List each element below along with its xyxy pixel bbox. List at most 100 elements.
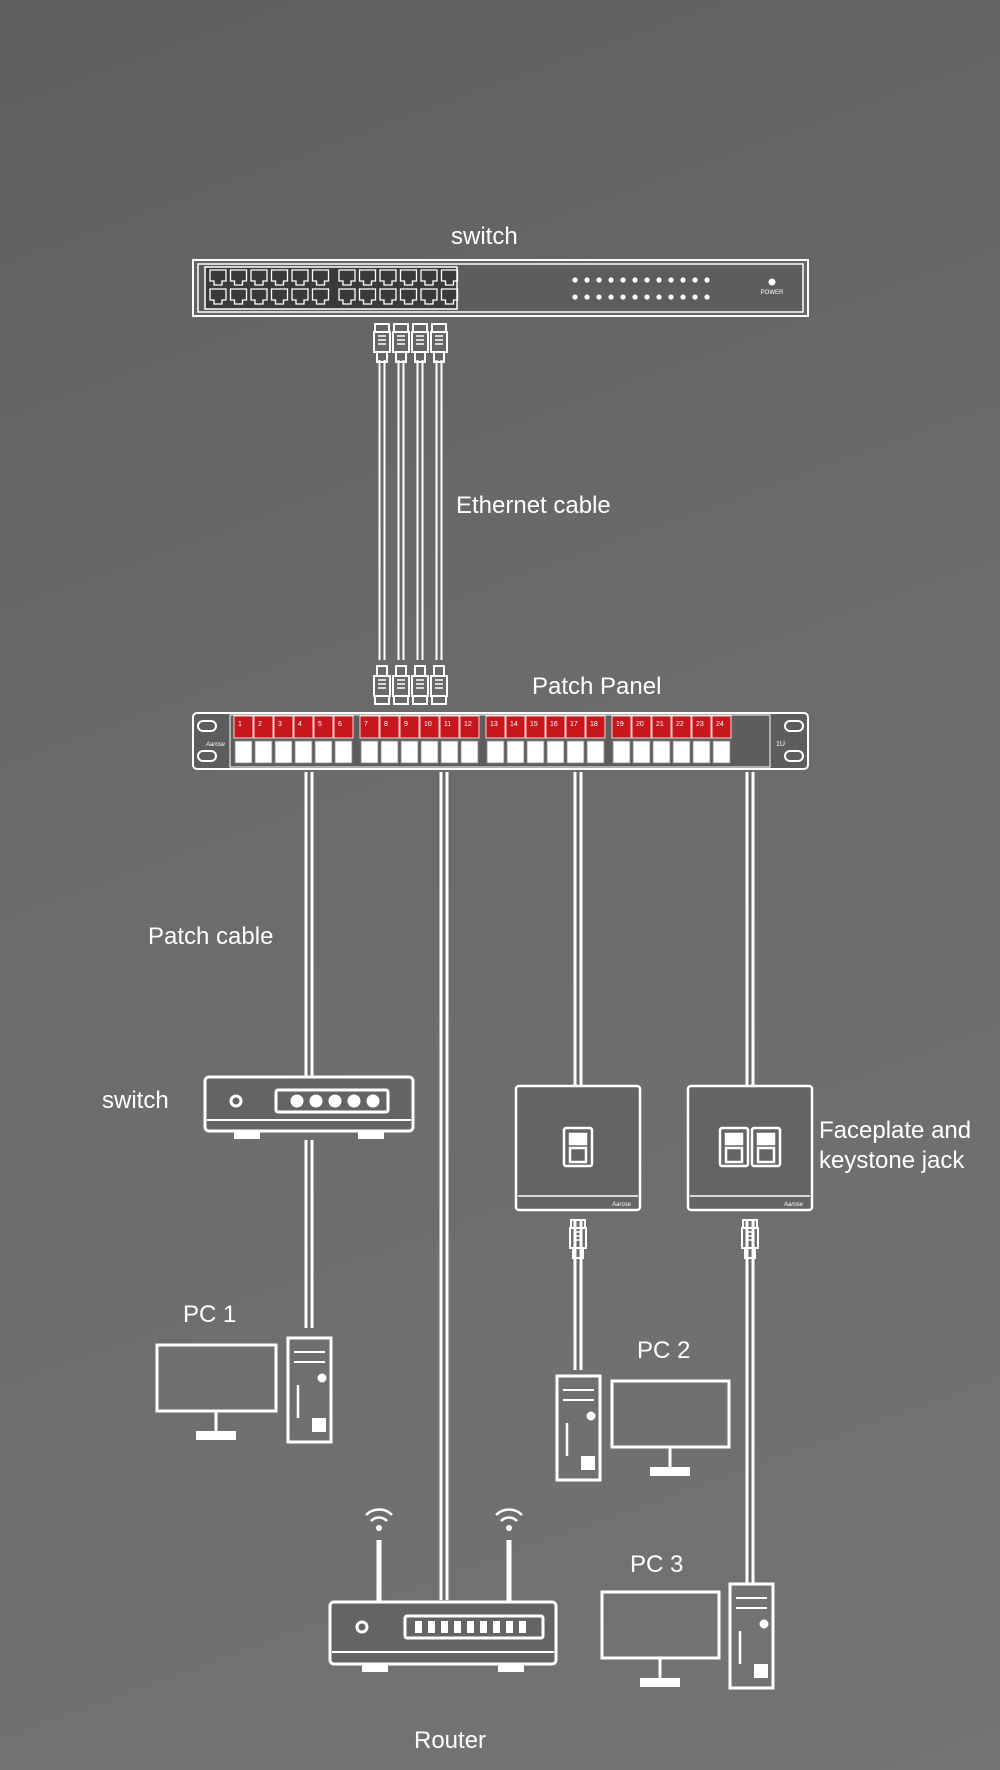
panel-port-number: 5 <box>318 721 322 728</box>
switch-led-icon <box>572 277 578 283</box>
panel-port-label <box>439 715 460 739</box>
switch-led-icon <box>632 277 638 283</box>
panel-port-label <box>691 715 712 739</box>
switch-port <box>291 288 309 305</box>
switch-led-icon <box>608 294 614 300</box>
panel-port <box>234 740 253 764</box>
panel-port-number: 18 <box>590 721 598 728</box>
pc3-tower-icon <box>728 1582 775 1690</box>
switch-led-icon <box>692 294 698 300</box>
patch-cables <box>304 772 759 1600</box>
faceplate-label: Faceplate and keystone jack <box>819 1117 972 1174</box>
panel-port-number: 8 <box>384 721 388 728</box>
switch-led-icon <box>632 294 638 300</box>
panel-port-label <box>565 715 586 739</box>
panel-port <box>460 740 479 764</box>
switch-port <box>379 288 397 305</box>
panel-port-label <box>671 715 692 739</box>
switch-port <box>250 288 268 305</box>
panel-port-label <box>419 715 440 739</box>
panel-port <box>546 740 565 764</box>
rack-ear-right <box>784 720 804 762</box>
panel-port-number: 16 <box>550 721 558 728</box>
switch-led-icon <box>572 294 578 300</box>
panel-port-number: 1 <box>238 721 242 728</box>
ethernet-cables <box>373 323 448 705</box>
switch-led-icon <box>680 294 686 300</box>
switch-led-icon <box>692 277 698 283</box>
switch-led-icon <box>608 277 614 283</box>
switch-port <box>338 288 356 305</box>
panel-port <box>672 740 691 764</box>
switch-led-icon <box>704 294 710 300</box>
switch-led-icon <box>656 277 662 283</box>
panel-port <box>506 740 525 764</box>
switch-port <box>358 288 377 305</box>
panel-port-label <box>359 715 380 739</box>
panel-port <box>526 740 545 764</box>
router-icon <box>328 1508 558 1672</box>
switch-port <box>270 288 289 305</box>
panel-port <box>420 740 439 764</box>
panel-port <box>440 740 459 764</box>
panel-port-label <box>253 715 274 739</box>
panel-port-label <box>631 715 652 739</box>
panel-port-number: 11 <box>444 721 451 728</box>
patch-cable-label: Patch cable <box>148 923 274 950</box>
switch-led-icon <box>680 277 686 283</box>
panel-port-number: 6 <box>338 721 342 728</box>
switch-ports <box>209 269 459 305</box>
switch-port <box>420 269 438 286</box>
switch-port <box>311 288 330 305</box>
ethernet-cable-label: Ethernet cable <box>456 492 611 519</box>
switch-led-icon <box>668 277 674 283</box>
pc1-tower-icon <box>286 1336 333 1444</box>
panel-port-number: 3 <box>278 721 282 728</box>
panel-port-label <box>525 715 546 739</box>
panel-port-label <box>233 715 254 739</box>
panel-port-number: 14 <box>510 721 518 728</box>
pc2-tower-icon <box>555 1374 602 1482</box>
switch-port <box>399 269 418 286</box>
panel-port <box>274 740 293 764</box>
panel-port-number: 24 <box>716 721 724 728</box>
switch-led-icon <box>644 294 650 300</box>
switch-port <box>209 269 227 286</box>
panel-port-label <box>333 715 354 739</box>
panel-port <box>566 740 585 764</box>
panel-port <box>254 740 273 764</box>
faceplate-dual-icon: Aarose <box>686 1084 814 1212</box>
switch-led-icon <box>704 277 710 283</box>
panel-port-label <box>651 715 672 739</box>
pc2-monitor-icon <box>610 1379 731 1476</box>
panel-port <box>334 740 353 764</box>
panel-port-label <box>611 715 632 739</box>
patch-panel-label: Patch Panel <box>532 673 662 700</box>
pc3-monitor-icon <box>600 1590 721 1687</box>
panel-port-label <box>711 715 732 739</box>
svg-text:Aarose: Aarose <box>611 1202 632 1208</box>
panel-port <box>712 740 731 764</box>
panel-port-number: 12 <box>464 721 472 728</box>
panel-port <box>380 740 399 764</box>
panel-port-number: 17 <box>570 721 578 728</box>
panel-port-number: 23 <box>696 721 704 728</box>
panel-port <box>652 740 671 764</box>
panel-port-number: 22 <box>676 721 684 728</box>
panel-port-number: 19 <box>616 721 624 728</box>
switch-led-icon <box>668 294 674 300</box>
rack-ear-left <box>197 720 217 762</box>
top-switch: POWER <box>192 259 809 317</box>
rj45-plug-icon <box>569 1219 759 1259</box>
switch-led-icon <box>620 294 626 300</box>
switch-port <box>229 269 248 286</box>
panel-port <box>314 740 333 764</box>
pc2-label: PC 2 <box>637 1337 691 1364</box>
panel-port <box>586 740 605 764</box>
router-label: Router <box>414 1727 487 1754</box>
switch-port <box>229 288 248 305</box>
panel-port-label <box>399 715 420 739</box>
switch-led-icon <box>596 294 602 300</box>
